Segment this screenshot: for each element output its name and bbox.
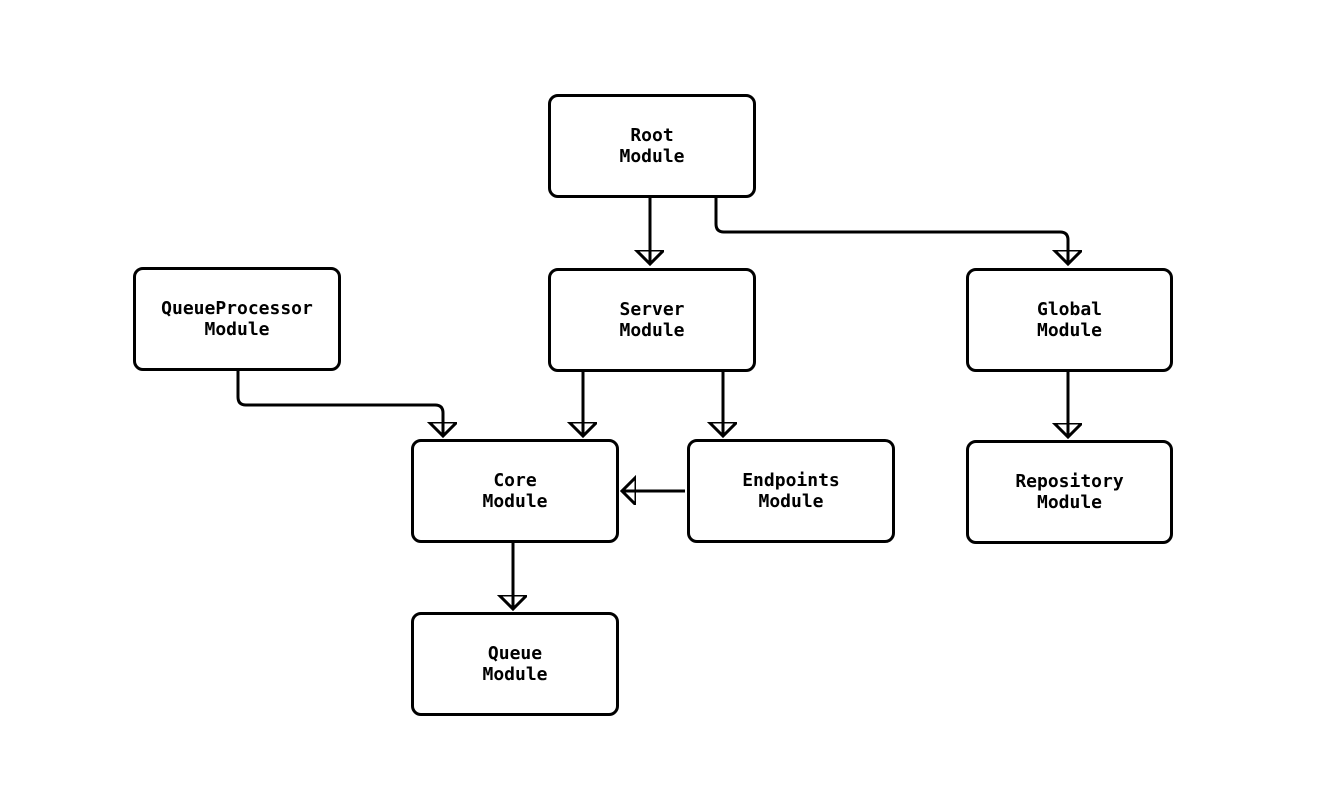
node-endpoints-module: Endpoints Module [687, 439, 895, 543]
edge-root-to-global [714, 198, 1068, 264]
node-label-line1: Global [1036, 299, 1103, 320]
node-label-line1: Endpoints [742, 470, 840, 491]
node-label-line1: Queue [487, 643, 543, 664]
node-label-line2: Module [1036, 320, 1103, 341]
node-label-line1: QueueProcessor [161, 298, 313, 319]
node-label-line1: Repository [1015, 471, 1124, 492]
node-label-line2: Module [482, 491, 548, 512]
node-repository-module: Repository Module [966, 440, 1173, 544]
node-core-module: Core Module [411, 439, 619, 543]
node-root-module: Root Module [548, 94, 756, 198]
node-label-line1: Server [619, 299, 685, 320]
node-global-module: Global Module [966, 268, 1173, 372]
node-label-line2: Module [619, 320, 685, 341]
node-label-line2: Module [619, 146, 685, 167]
edge-queueprocessor-to-core [236, 371, 443, 436]
node-label-line1: Core [493, 470, 537, 491]
node-server-module: Server Module [548, 268, 756, 372]
node-label-line2: Module [1036, 492, 1103, 513]
node-queueprocessor-module: QueueProcessor Module [133, 267, 341, 371]
node-label-line2: Module [758, 491, 824, 512]
node-queue-module: Queue Module [411, 612, 619, 716]
node-label-line1: Root [630, 125, 674, 146]
node-label-line2: Module [204, 319, 270, 340]
node-label-line2: Module [482, 664, 548, 685]
